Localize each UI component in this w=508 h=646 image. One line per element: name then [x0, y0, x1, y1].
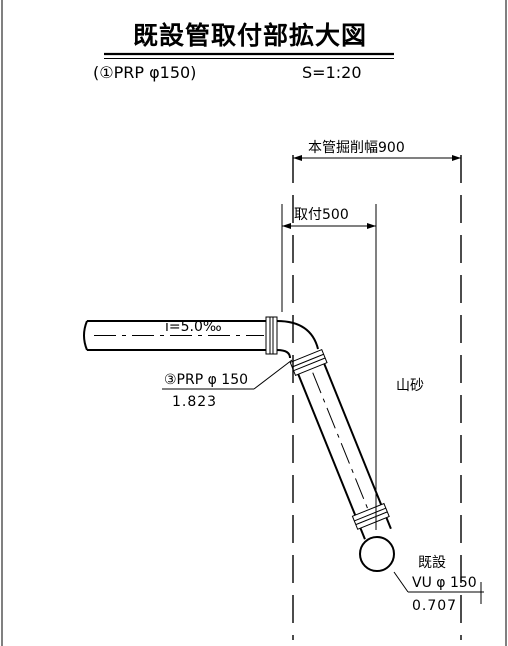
existing-pipe-label: VU φ 150 — [412, 575, 477, 591]
excavation-lines — [281, 155, 462, 640]
existing-spec-callout: 既設 VU φ 150 0.707 — [393, 555, 484, 614]
drawing-subtitle: (①PRP φ150) — [93, 63, 196, 82]
backfill-label: 山砂 — [396, 378, 424, 394]
existing-pipe-section — [359, 536, 395, 572]
existing-pipe — [359, 536, 395, 572]
pipe-spec-label: ③PRP φ 150 — [164, 372, 248, 388]
dimension-attachment-width: 取付500 — [282, 207, 376, 229]
gradient-label: i=5.0‰ — [165, 319, 222, 335]
dimension-main-width: 本管掘削幅900 — [293, 140, 461, 161]
pipe-spec-callout: ③PRP φ 150 1.823 — [162, 359, 293, 410]
pipe-socket — [265, 316, 278, 355]
drawing-scale: S=1:20 — [302, 63, 362, 82]
drawing-title: 既設管取付部拡大図 — [133, 21, 367, 50]
sloped-pipe — [289, 348, 392, 540]
main-width-label: 本管掘削幅900 — [308, 140, 405, 156]
existing-label: 既設 — [418, 555, 446, 571]
existing-length-label: 0.707 — [412, 598, 457, 614]
horizontal-pipe: i=5.0‰ — [83, 316, 278, 355]
pipe-length-label: 1.823 — [172, 394, 217, 410]
pipe-elbow — [276, 320, 319, 359]
title-block: 既設管取付部拡大図 (①PRP φ150) S=1:20 — [93, 21, 394, 82]
attachment-width-label: 取付500 — [294, 207, 349, 223]
